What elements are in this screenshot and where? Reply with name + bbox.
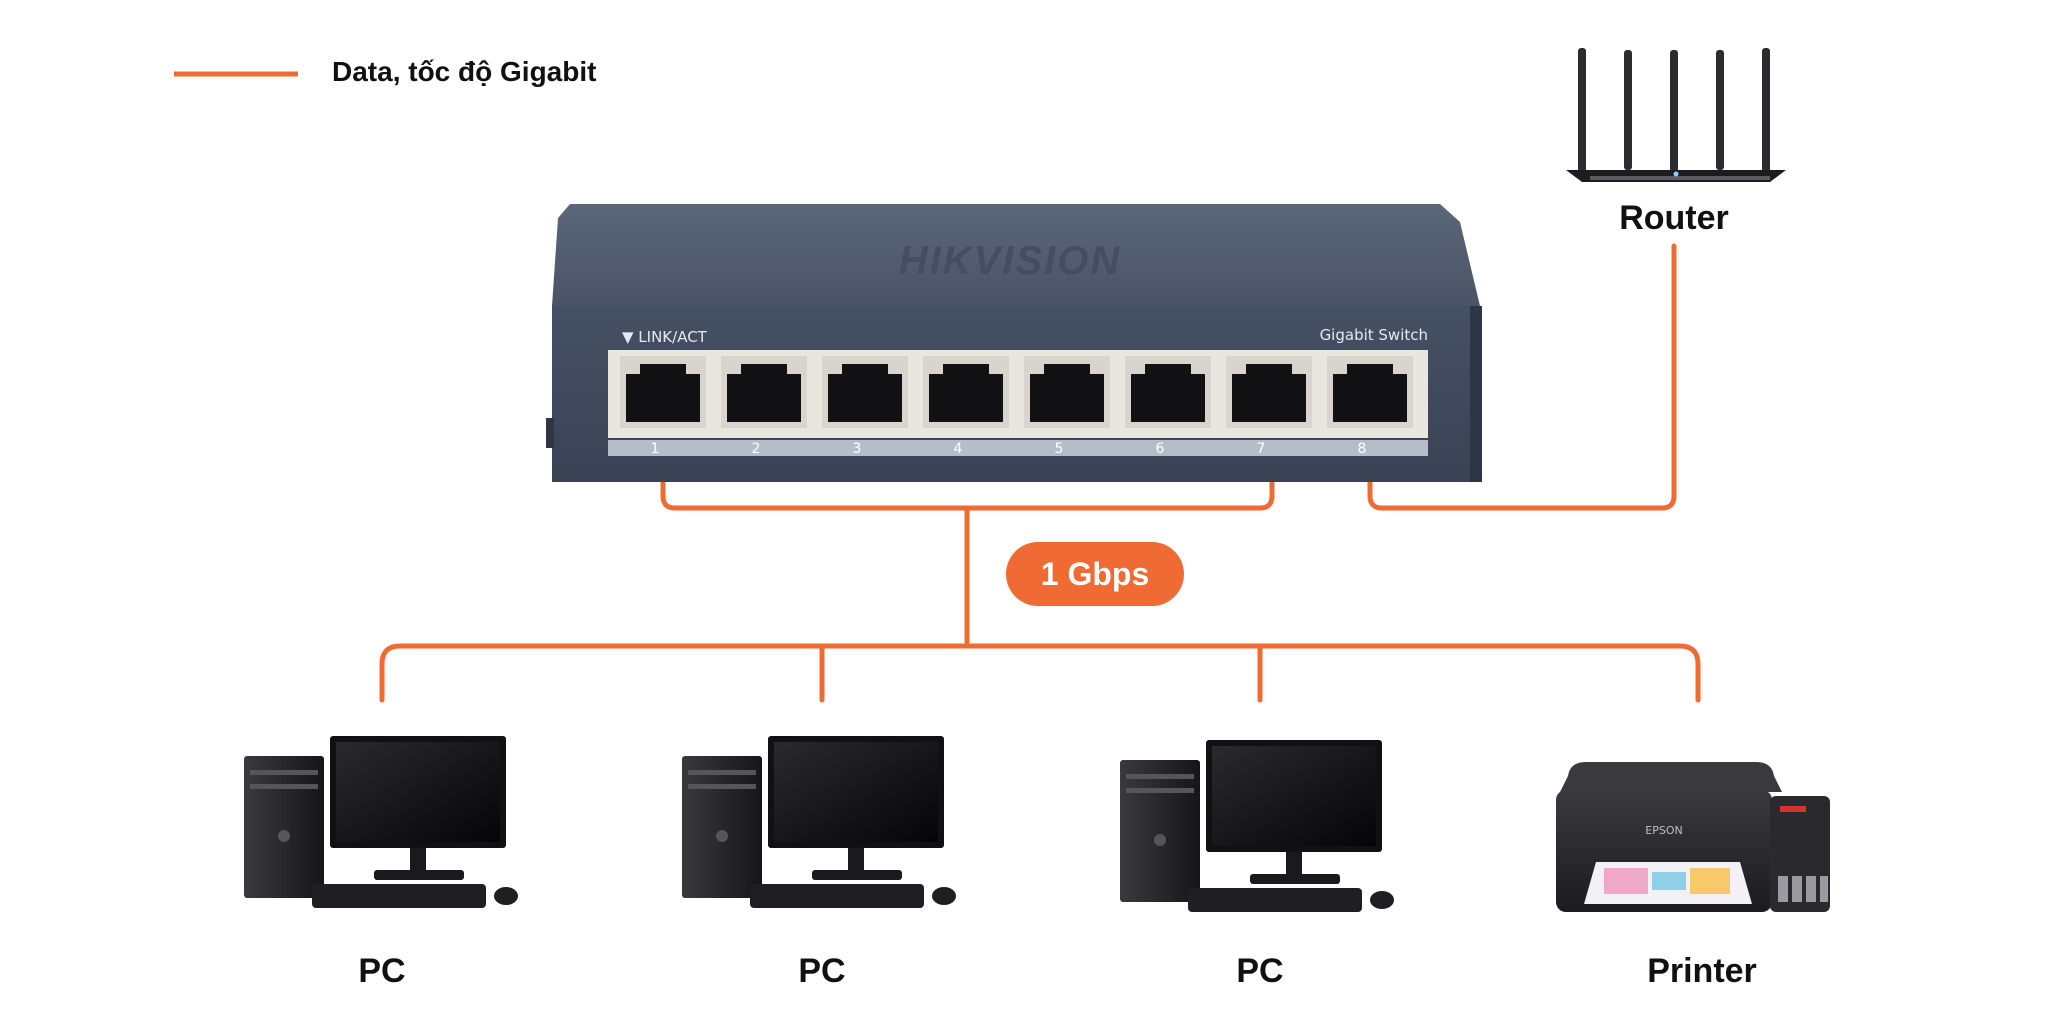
printer-brand: EPSON (1645, 824, 1682, 837)
pc-label-2: PC (798, 952, 846, 990)
rj45-port-5 (1024, 356, 1110, 428)
port-label-7: 7 (1257, 441, 1266, 457)
rj45-port-4 (923, 356, 1009, 428)
port-label-8: 8 (1358, 441, 1367, 457)
legend-label: Data, tốc độ Gigabit (332, 56, 597, 87)
link-port8-router (1367, 243, 1677, 511)
rj45-port-7 (1226, 356, 1312, 428)
speed-badge: 1 Gbps (1006, 542, 1184, 606)
port-label-6: 6 (1156, 441, 1165, 457)
rj45-port-8 (1327, 356, 1413, 428)
rj45-port-1 (620, 356, 706, 428)
pc-label-1: PC (358, 952, 406, 990)
pc-label-3: PC (1236, 952, 1284, 990)
switch-model-caption: Gigabit Switch (1320, 326, 1428, 344)
port-label-strip (608, 440, 1428, 456)
port-label-1: 1 (651, 441, 660, 457)
router-label: Router (1619, 199, 1729, 237)
switch-ports (620, 356, 1413, 428)
port-label-3: 3 (853, 441, 862, 457)
switch-link-caption: ▼ LINK/ACT (622, 328, 708, 346)
rj45-port-2 (721, 356, 807, 428)
port-label-2: 2 (752, 441, 761, 457)
rj45-port-6 (1125, 356, 1211, 428)
connection-lines (379, 243, 1701, 703)
link-device-bus (379, 643, 1701, 703)
port-label-4: 4 (954, 441, 963, 457)
network-switch: HIKVISION ▼ LINK/ACT Gigabit Switch 1 2 3 4… (546, 204, 1482, 482)
switch-brand: HIKVISION (899, 239, 1121, 283)
printer-icon: EPSON (1556, 762, 1830, 912)
rj45-port-3 (822, 356, 908, 428)
port-label-5: 5 (1055, 441, 1064, 457)
pc-icon-1 (244, 736, 518, 908)
router-icon (1566, 48, 1786, 182)
switch-top-face (552, 204, 1480, 306)
link-port1-port7 (660, 477, 1275, 511)
switch-port-labels: 1 2 3 4 5 6 7 8 (651, 441, 1367, 457)
pc-icon-2 (682, 736, 956, 908)
printer-label: Printer (1647, 952, 1757, 990)
pc-icon-3 (1120, 740, 1394, 912)
